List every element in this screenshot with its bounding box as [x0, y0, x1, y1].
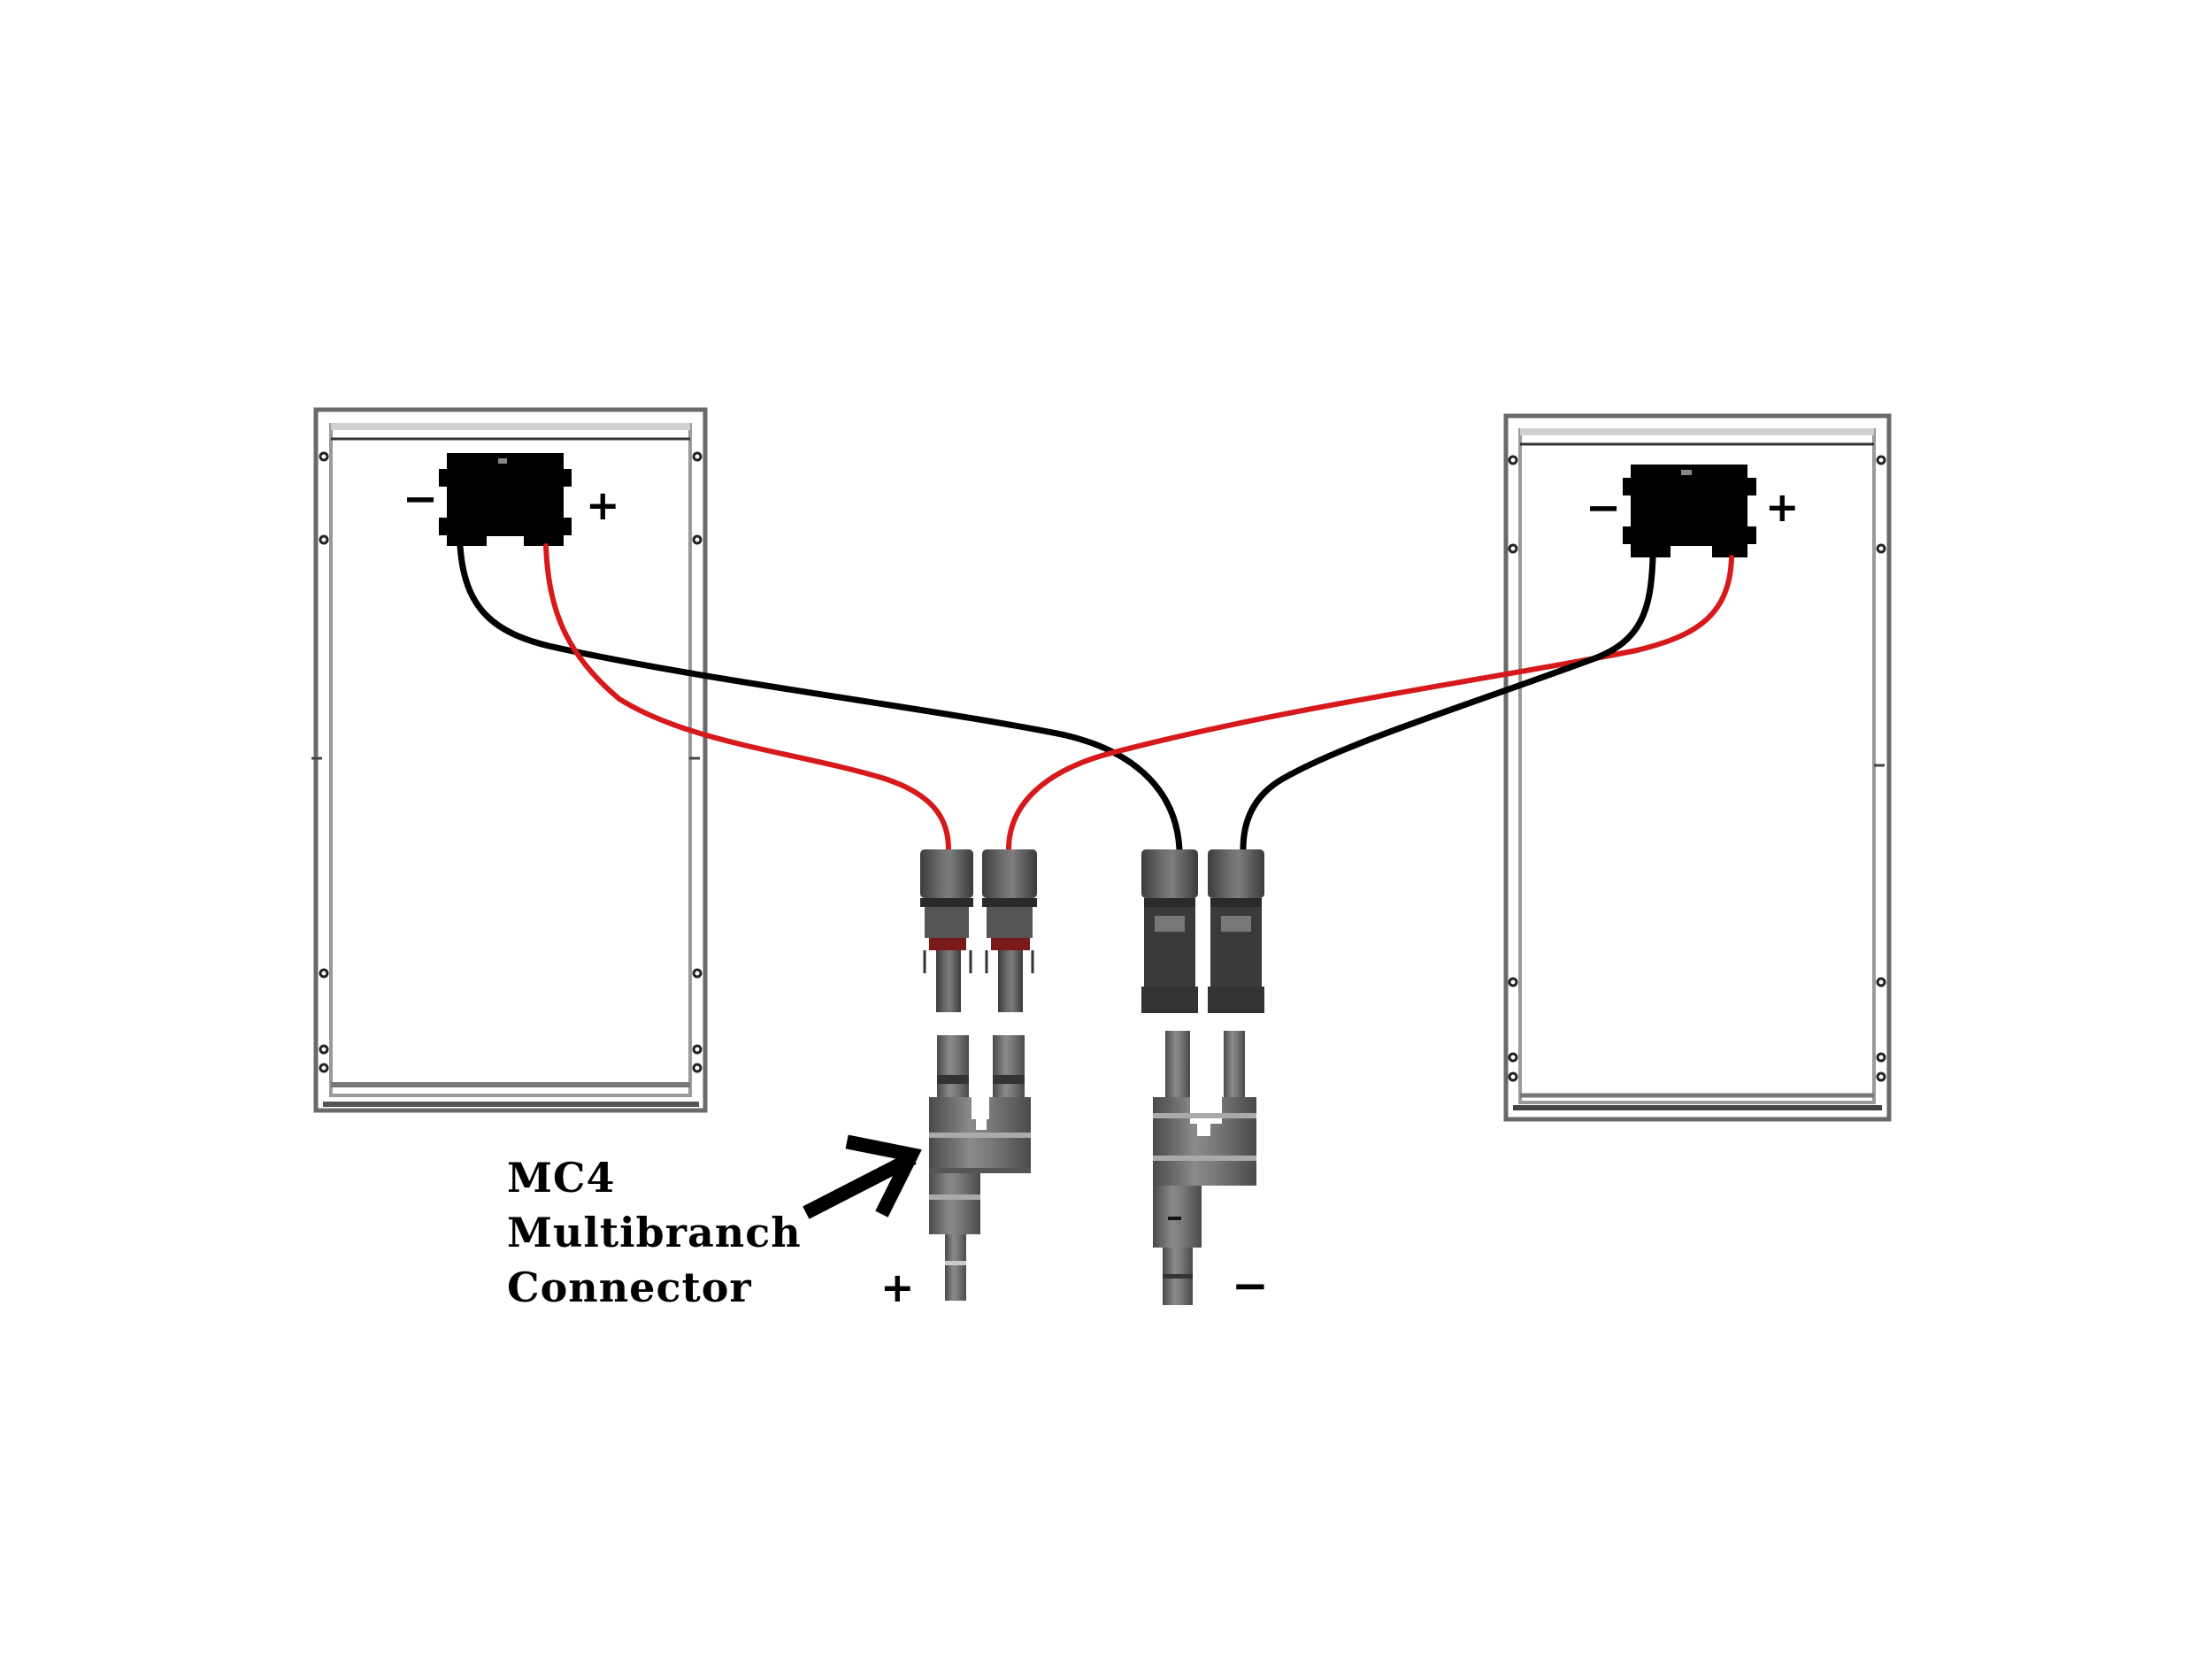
- left-panel-positive-label: +: [586, 481, 620, 529]
- female-connector-1: [920, 849, 973, 1012]
- positive-output-label: +: [880, 1263, 915, 1311]
- annotation-arrow-icon: [803, 1134, 922, 1219]
- left-negative-wire: [457, 542, 1183, 853]
- wires: [457, 542, 1734, 853]
- right-junction-box: [1623, 465, 1756, 557]
- annotation-line-1: MC4: [507, 1154, 616, 1202]
- mc4-annotation-label: MC4 Multibranch Connector: [507, 1150, 802, 1315]
- negative-y-branch-connector: [1153, 1031, 1256, 1305]
- positive-lead-connectors: [920, 849, 1037, 1012]
- right-negative-wire: [1240, 554, 1656, 853]
- negative-output-label: −: [1232, 1260, 1269, 1311]
- left-junction-box: [439, 453, 572, 546]
- right-panel-positive-label: +: [1765, 483, 1800, 531]
- right-positive-wire: [1006, 555, 1734, 852]
- annotation-line-3: Connector: [507, 1263, 752, 1311]
- annotation-line-2: Multibranch: [507, 1209, 802, 1256]
- right-panel-negative-label: −: [1586, 483, 1622, 533]
- negative-lead-connectors: [1141, 849, 1264, 1013]
- positive-y-branch-connector: [929, 1035, 1031, 1301]
- left-positive-wire: [543, 543, 951, 852]
- female-connector-2: [982, 849, 1037, 1012]
- male-connector-1: [1141, 849, 1198, 1013]
- left-panel-negative-label: −: [403, 474, 439, 524]
- male-connector-2: [1208, 849, 1264, 1013]
